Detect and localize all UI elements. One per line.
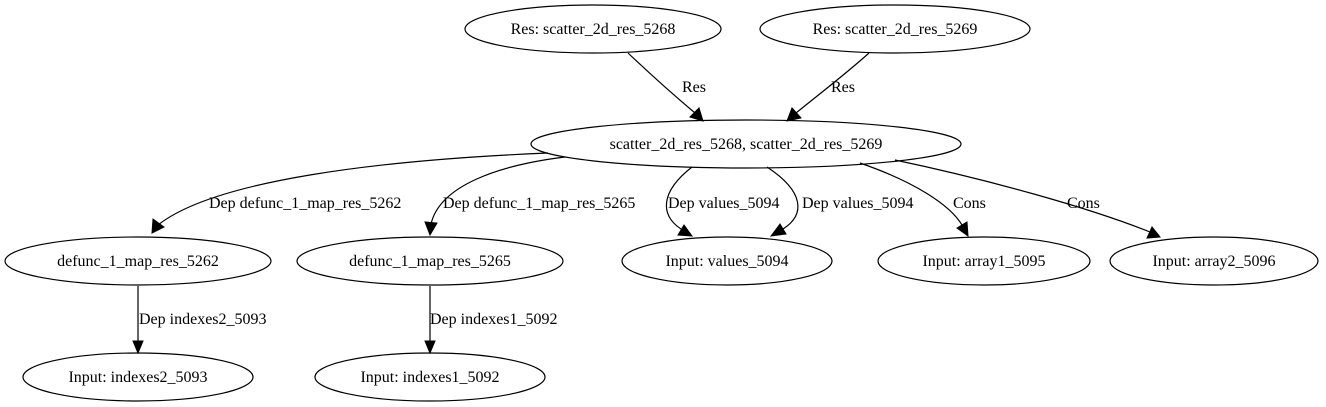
edge-label-defunc-5262: Dep defunc_1_map_res_5262 [209, 195, 401, 212]
edge-scatter-to-defunc-5265: Dep defunc_1_map_res_5265 [424, 156, 635, 237]
edge-label-res-5269: Res [831, 79, 855, 96]
svg-text:scatter_2d_res_5268, scatter_2: scatter_2d_res_5268, scatter_2d_res_5269 [610, 136, 883, 153]
svg-text:Input: indexes2_5093: Input: indexes2_5093 [68, 369, 207, 386]
edge-label-array1: Cons [953, 195, 986, 212]
node-array2: Input: array2_5096 [1109, 236, 1319, 286]
edge-label-array2: Cons [1067, 195, 1100, 212]
node-defunc-5265: defunc_1_map_res_5265 [296, 236, 564, 286]
node-values: Input: values_5094 [621, 236, 833, 286]
edge-res-5268-to-scatter: Res [627, 52, 706, 122]
svg-text:Res: scatter_2d_res_5268: Res: scatter_2d_res_5268 [511, 21, 676, 38]
node-scatter: scatter_2d_res_5268, scatter_2d_res_5269 [530, 119, 962, 169]
svg-text:defunc_1_map_res_5262: defunc_1_map_res_5262 [57, 253, 219, 270]
edge-label-values-a: Dep values_5094 [668, 195, 780, 212]
edge-label-indexes2: Dep indexes2_5093 [139, 311, 267, 328]
edge-scatter-to-defunc-5262: Dep defunc_1_map_res_5262 [151, 152, 549, 234]
svg-text:defunc_1_map_res_5265: defunc_1_map_res_5265 [349, 253, 511, 270]
edge-scatter-to-array1: Cons [859, 162, 986, 238]
node-indexes2: Input: indexes2_5093 [22, 352, 254, 402]
edge-scatter-to-array2: Cons [894, 159, 1161, 239]
node-indexes1: Input: indexes1_5092 [314, 352, 546, 402]
svg-text:Input: array1_5095: Input: array1_5095 [922, 253, 1045, 270]
edge-scatter-to-values-b: Dep values_5094 [766, 166, 914, 237]
node-array1: Input: array1_5095 [877, 236, 1091, 286]
node-res-5269: Res: scatter_2d_res_5269 [759, 4, 1031, 54]
node-defunc-5262: defunc_1_map_res_5262 [4, 236, 272, 286]
edge-defunc-5265-to-indexes1: Dep indexes1_5092 [424, 286, 558, 355]
edge-label-defunc-5265: Dep defunc_1_map_res_5265 [443, 195, 635, 212]
node-res-5268: Res: scatter_2d_res_5268 [464, 4, 722, 54]
svg-text:Input: indexes1_5092: Input: indexes1_5092 [360, 369, 499, 386]
edge-label-values-b: Dep values_5094 [802, 195, 914, 212]
edge-res-5269-to-scatter: Res [786, 52, 870, 122]
edge-label-res-5268: Res [682, 79, 706, 96]
edge-label-indexes1: Dep indexes1_5092 [430, 311, 558, 328]
svg-text:Input: array2_5096: Input: array2_5096 [1152, 253, 1275, 270]
edge-scatter-to-values-a: Dep values_5094 [665, 166, 780, 237]
edge-defunc-5262-to-indexes2: Dep indexes2_5093 [132, 286, 267, 355]
svg-text:Res: scatter_2d_res_5269: Res: scatter_2d_res_5269 [813, 21, 978, 38]
svg-text:Input: values_5094: Input: values_5094 [665, 253, 788, 270]
